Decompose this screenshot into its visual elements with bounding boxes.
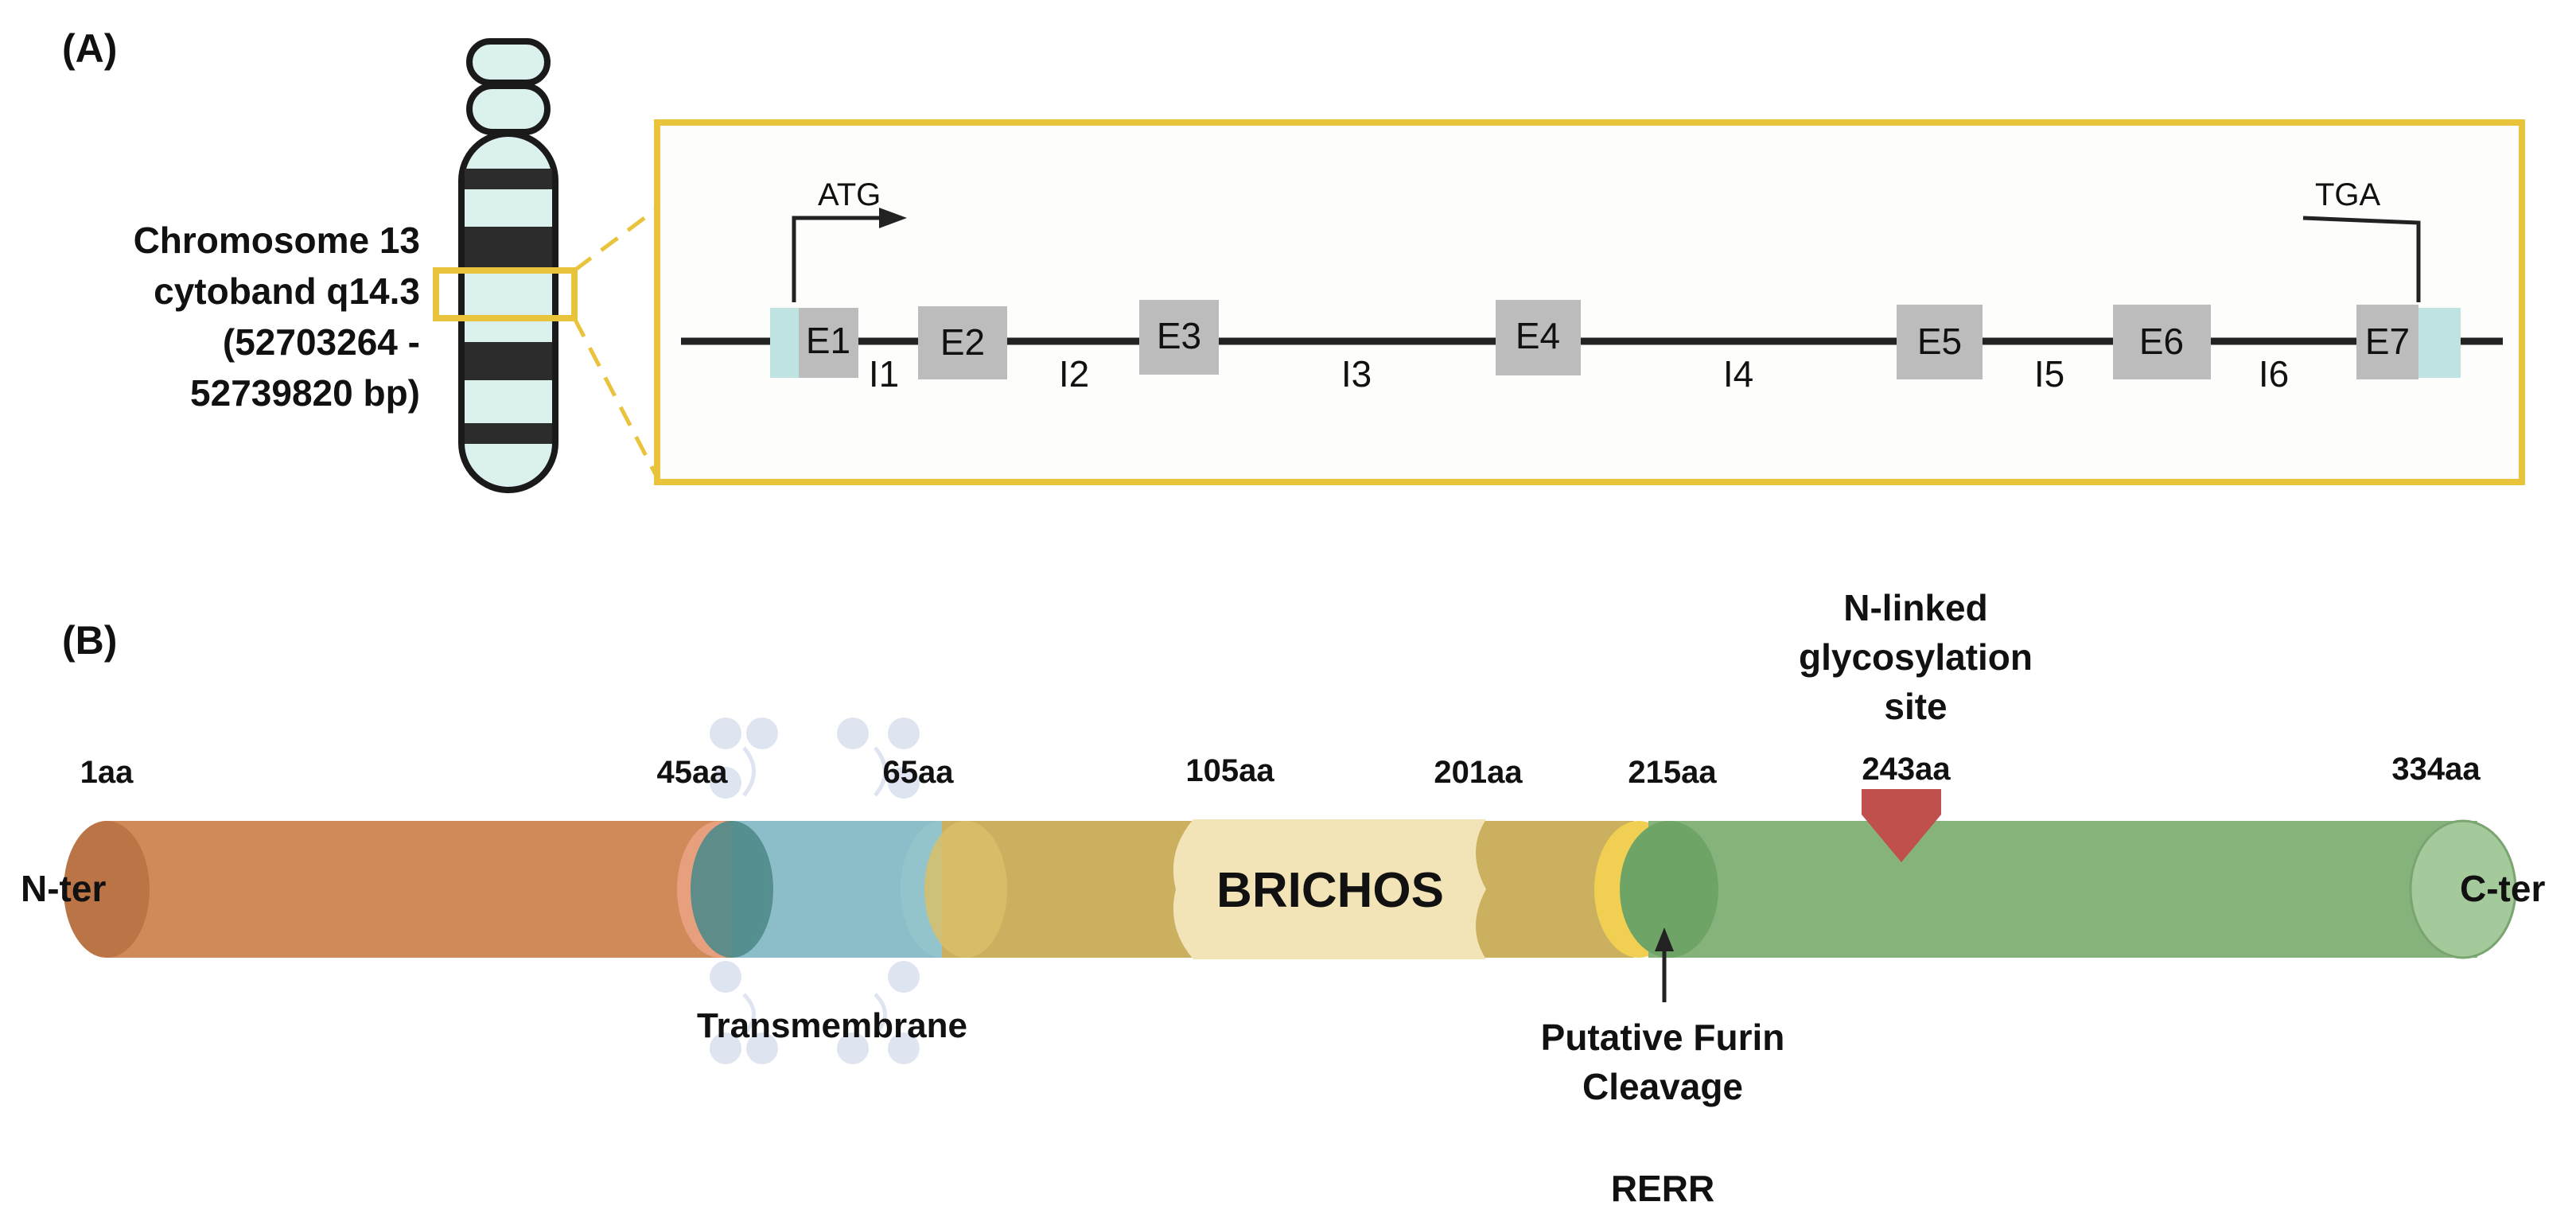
furin-annotation: Putative Furin Cleavage RERR <box>1541 1017 1785 1209</box>
furin-text-line: Cleavage <box>1582 1066 1743 1107</box>
chromosome-text-line: cytoband q14.3 <box>154 270 420 312</box>
exon-6: E6 <box>2113 305 2211 379</box>
stop-codon-marker <box>2302 216 2421 302</box>
transmembrane-label: Transmembrane <box>697 1006 967 1045</box>
exon-7: E7 <box>2356 305 2418 379</box>
start-codon-label: ATG <box>818 177 881 212</box>
position-label-1aa: 1aa <box>80 755 134 790</box>
utr-5-prime <box>770 308 800 378</box>
chromosome-text-line: (52703264 - <box>223 321 420 363</box>
exon-4: E4 <box>1496 300 1581 375</box>
glycosylation-marker <box>1862 789 1941 862</box>
svg-text:E4: E4 <box>1516 315 1560 356</box>
chromosome-description: Chromosome 13 cytoband q14.3 (52703264 -… <box>134 220 420 414</box>
chromosome-band <box>465 423 552 444</box>
intron-6-label: I6 <box>2259 353 2289 395</box>
position-label-243aa: 243aa <box>1862 752 1951 787</box>
svg-text:E3: E3 <box>1157 315 1201 356</box>
chromosome-band <box>465 342 552 380</box>
start-codon-arrow <box>792 208 907 302</box>
cytoband-highlight <box>433 267 578 321</box>
zoom-line-bottom <box>572 317 660 479</box>
position-label-65aa: 65aa <box>883 755 955 790</box>
svg-text:E5: E5 <box>1917 321 1962 362</box>
lipid-bilayer-icon <box>710 717 920 1064</box>
intron-4-label: I4 <box>1723 353 1753 395</box>
c-terminal-segment <box>1620 819 2517 959</box>
position-label-201aa: 201aa <box>1434 755 1523 790</box>
chromosome-text-line: Chromosome 13 <box>134 220 420 261</box>
furin-cleavage-arrow <box>1655 927 1674 1002</box>
exon-2: E2 <box>918 306 1007 379</box>
glycosylation-text-line: N-linked <box>1843 587 1987 628</box>
c-terminus-label: C-ter <box>2460 868 2545 909</box>
panel-a-label: (A) <box>62 26 117 71</box>
gene-structure-box <box>654 119 2525 485</box>
zoom-line-top <box>573 207 659 272</box>
utr-3-prime <box>2417 308 2461 378</box>
chromosome-band <box>465 227 552 268</box>
chromosome-band <box>465 169 552 189</box>
exon-3: E3 <box>1139 300 1219 375</box>
brichos-domain <box>1173 819 1486 959</box>
exon-1: E1 <box>799 308 858 378</box>
svg-text:E6: E6 <box>2139 321 2184 362</box>
panel-b-label: (B) <box>62 618 117 663</box>
n-terminus-label: N-ter <box>21 868 106 909</box>
intron-1-label: I1 <box>869 353 899 395</box>
svg-text:E7: E7 <box>2365 321 2410 362</box>
n-terminal-segment <box>64 821 733 958</box>
furin-motif-label: RERR <box>1611 1168 1714 1209</box>
position-label-215aa: 215aa <box>1628 755 1717 790</box>
glycosylation-annotation: N-linked glycosylation site <box>1799 587 2033 727</box>
chromosome-text-line: 52739820 bp) <box>190 372 420 414</box>
exon-5: E5 <box>1897 305 1983 379</box>
position-label-105aa: 105aa <box>1185 753 1274 788</box>
svg-text:E1: E1 <box>806 320 850 361</box>
brichos-domain-label: BRICHOS <box>1216 863 1444 918</box>
intron-5-label: I5 <box>2034 353 2064 395</box>
position-label-45aa: 45aa <box>657 755 729 790</box>
svg-text:E2: E2 <box>940 321 985 363</box>
position-label-334aa: 334aa <box>2391 752 2481 787</box>
intron-3-label: I3 <box>1341 353 1372 395</box>
stop-codon-label: TGA <box>2315 177 2381 212</box>
glycosylation-text-line: glycosylation <box>1799 636 2033 678</box>
intron-2-label: I2 <box>1059 353 1089 395</box>
glycosylation-text-line: site <box>1884 686 1947 727</box>
furin-text-line: Putative Furin <box>1541 1017 1785 1058</box>
chromosome-ideogram <box>433 38 578 493</box>
